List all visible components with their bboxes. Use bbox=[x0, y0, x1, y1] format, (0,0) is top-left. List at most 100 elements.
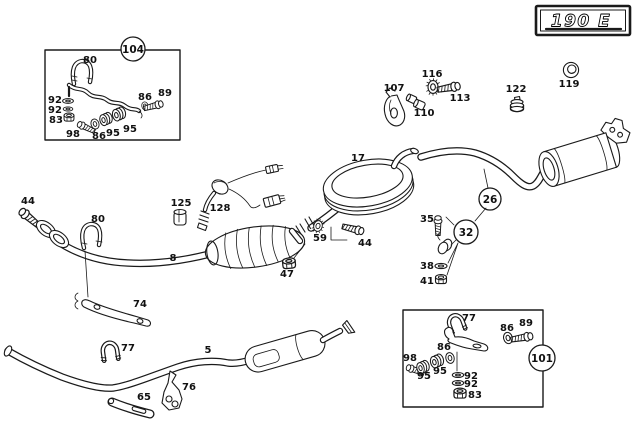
callout-101-text: 101 bbox=[531, 353, 553, 365]
leader-26-32 bbox=[474, 207, 487, 222]
cap-nut-83 bbox=[63, 112, 75, 122]
leader-47 bbox=[293, 243, 306, 259]
label-38: 38 bbox=[420, 261, 434, 272]
label-83: 83 bbox=[49, 115, 63, 126]
hose-80 bbox=[80, 221, 103, 298]
label-74: 74 bbox=[133, 299, 147, 310]
seal-92-b bbox=[62, 106, 74, 112]
badge-model-text: 190 E bbox=[551, 12, 612, 32]
cat-outlet-stub-inner bbox=[290, 229, 302, 243]
resonator bbox=[244, 330, 326, 373]
kit-box-104: 80 92 92 83 98 86 95 95 86 89 104 bbox=[44, 36, 181, 142]
callout-32-text: 32 bbox=[459, 227, 474, 239]
tailpipe-front-end bbox=[3, 345, 13, 357]
label-86b: 86 bbox=[138, 92, 152, 103]
clamp-77 bbox=[99, 341, 121, 361]
clamp-ring bbox=[437, 232, 453, 255]
clamp-125 bbox=[173, 208, 187, 226]
outlet-open-end bbox=[410, 147, 419, 155]
label-92-kit-b: 92 bbox=[464, 379, 478, 390]
bracket-76 bbox=[161, 370, 183, 411]
label-8: 8 bbox=[170, 253, 177, 264]
tailpipe-assembly: 74 77 5 65 76 bbox=[3, 292, 356, 419]
buffer-122 bbox=[509, 95, 525, 113]
kit-box-104-frame bbox=[44, 49, 181, 141]
label-122: 122 bbox=[506, 84, 527, 95]
tailpipe-inner bbox=[5, 348, 253, 391]
rear-muffler-assembly: 26 bbox=[417, 117, 631, 211]
muffler-outlet-pipe-inner bbox=[392, 149, 415, 168]
tail-tip-flange bbox=[341, 319, 356, 334]
rear-muffler-body bbox=[538, 117, 631, 187]
callout-26-text: 26 bbox=[483, 194, 498, 206]
label-44-rear: 44 bbox=[358, 238, 372, 249]
label-77: 77 bbox=[121, 343, 135, 354]
label-128: 128 bbox=[210, 203, 231, 214]
leader-clamp bbox=[450, 239, 457, 246]
label-59: 59 bbox=[313, 233, 327, 244]
label-86-kit-b: 86 bbox=[500, 323, 514, 334]
label-107: 107 bbox=[384, 83, 405, 94]
hardware-group-top: 107 116 113 110 122 119 bbox=[384, 61, 580, 127]
callout-104-text: 104 bbox=[122, 44, 144, 56]
kit-box-101: 77 86 89 86 98 95 95 92 92 83 101 bbox=[402, 309, 556, 408]
center-muffler-assembly: 17 59 44 bbox=[304, 147, 419, 249]
seal-92-kit-a bbox=[451, 372, 465, 378]
bracket-65 bbox=[107, 397, 155, 419]
bolt-35 bbox=[433, 215, 443, 236]
label-86-kit-a: 86 bbox=[437, 342, 451, 353]
leader-44 bbox=[330, 226, 348, 241]
leader-26 bbox=[483, 168, 489, 189]
label-116: 116 bbox=[422, 69, 443, 80]
label-86a: 86 bbox=[92, 131, 106, 142]
label-95a: 95 bbox=[106, 128, 120, 139]
model-badge-190e: 190 E bbox=[534, 4, 632, 37]
leader-35 bbox=[445, 216, 455, 226]
label-125: 125 bbox=[171, 198, 192, 209]
leader-38-41 bbox=[446, 242, 459, 276]
label-113: 113 bbox=[450, 93, 471, 104]
front-pipe-assembly: 44 80 8 125 128 47 bbox=[16, 163, 306, 298]
label-98-kit: 98 bbox=[403, 353, 417, 364]
label-98: 98 bbox=[66, 129, 80, 140]
label-80: 80 bbox=[83, 55, 97, 66]
badge-inner-frame bbox=[540, 9, 626, 32]
tail-tip-pipe-inner bbox=[321, 329, 342, 342]
front-pipe-inner bbox=[54, 238, 227, 266]
rear-hanger-bracket bbox=[600, 117, 631, 144]
callout-circle-101 bbox=[528, 344, 556, 372]
catalytic-converter bbox=[204, 224, 306, 269]
label-44-front: 44 bbox=[21, 196, 35, 207]
ring-119 bbox=[562, 61, 580, 79]
spacer-110 bbox=[405, 93, 426, 111]
flange-gasket-b bbox=[48, 229, 70, 249]
label-89-kit: 89 bbox=[519, 318, 533, 329]
center-muffler-body bbox=[322, 158, 415, 216]
badge-outer-frame bbox=[534, 4, 632, 37]
label-41: 41 bbox=[420, 276, 434, 287]
rear-pipe-inner bbox=[418, 148, 548, 190]
label-95b: 95 bbox=[123, 124, 137, 135]
callout-circle-32 bbox=[453, 219, 479, 245]
label-95-kit-b: 95 bbox=[433, 366, 447, 377]
label-76: 76 bbox=[182, 382, 196, 393]
nut-41 bbox=[434, 274, 448, 285]
label-92a: 92 bbox=[48, 95, 62, 106]
mounting-kit-32: 32 35 38 41 bbox=[420, 207, 487, 287]
label-17: 17 bbox=[351, 153, 365, 164]
callout-circle-26 bbox=[478, 187, 502, 211]
bolt-44-rear bbox=[340, 221, 366, 237]
kit-box-101-frame bbox=[402, 309, 544, 408]
bracket-74 bbox=[74, 292, 151, 327]
label-83-kit: 83 bbox=[468, 390, 482, 401]
callout-circle-104 bbox=[120, 36, 146, 62]
hanger-bracket-kit bbox=[444, 326, 489, 352]
label-95-kit-a: 95 bbox=[417, 371, 431, 382]
label-77-kit: 77 bbox=[462, 313, 476, 324]
o2-sensor-128 bbox=[196, 163, 286, 232]
label-92b: 92 bbox=[48, 105, 62, 116]
label-92-kit-a: 92 bbox=[464, 371, 478, 382]
seal-92-kit-b bbox=[451, 380, 465, 386]
